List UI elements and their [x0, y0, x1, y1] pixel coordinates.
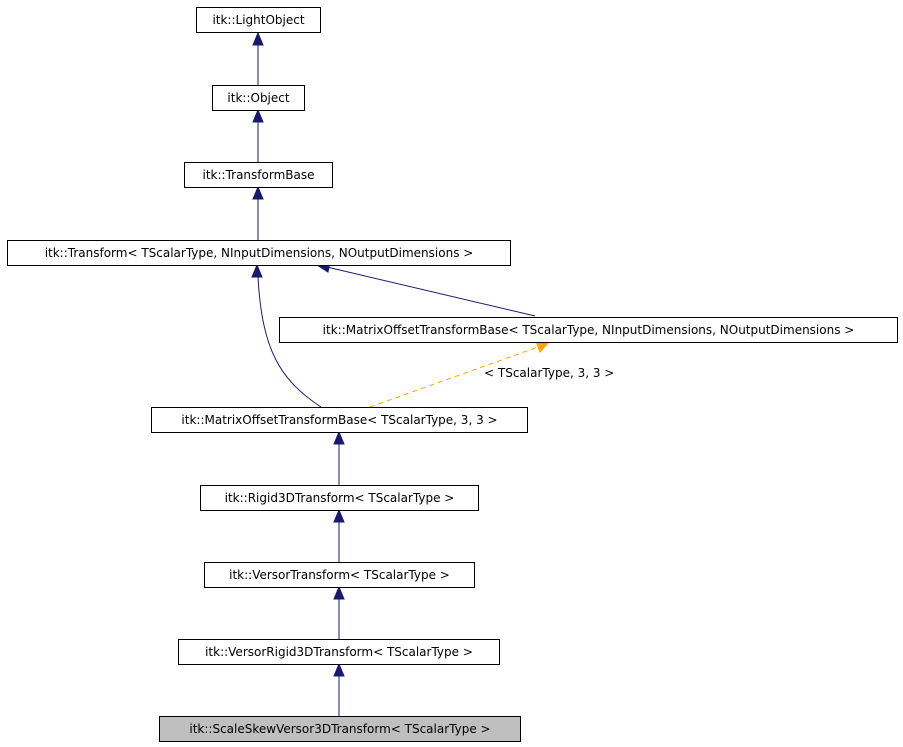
node-transform-label: itk::Transform< TScalarType, NInputDimen… [45, 246, 474, 260]
edge-matrixoffset-template-to-transform [326, 266, 536, 317]
arrowhead-transform-from-instance [251, 263, 263, 278]
node-light-object[interactable]: itk::LightObject [196, 7, 321, 33]
node-versor-rigid3d-label: itk::VersorRigid3DTransform< TScalarType… [205, 645, 473, 659]
node-scale-skew-versor3d: itk::ScaleSkewVersor3DTransform< TScalar… [159, 716, 521, 742]
node-matrix-offset-template-label: itk::MatrixOffsetTransformBase< TScalarT… [323, 323, 855, 337]
node-scale-skew-versor3d-label: itk::ScaleSkewVersor3DTransform< TScalar… [189, 722, 490, 736]
node-transform[interactable]: itk::Transform< TScalarType, NInputDimen… [7, 240, 511, 266]
node-matrix-offset-template[interactable]: itk::MatrixOffsetTransformBase< TScalarT… [279, 317, 898, 343]
arrowhead-lightobject [252, 31, 264, 46]
arrowhead-transformbase [252, 185, 264, 200]
edge-matrixoffset-instance-to-transform [257, 276, 322, 408]
node-transform-base[interactable]: itk::TransformBase [184, 162, 333, 188]
arrowhead-object [252, 108, 264, 123]
node-light-object-label: itk::LightObject [212, 13, 304, 27]
arrowhead-versor [333, 585, 345, 600]
node-object-label: itk::Object [227, 91, 289, 105]
node-versor-rigid3d[interactable]: itk::VersorRigid3DTransform< TScalarType… [178, 639, 500, 665]
node-matrix-offset-instance-label: itk::MatrixOffsetTransformBase< TScalarT… [181, 413, 497, 427]
node-rigid3d-label: itk::Rigid3DTransform< TScalarType > [225, 491, 455, 505]
template-args-label: < TScalarType, 3, 3 > [484, 366, 614, 380]
node-rigid3d[interactable]: itk::Rigid3DTransform< TScalarType > [200, 485, 479, 511]
node-matrix-offset-instance[interactable]: itk::MatrixOffsetTransformBase< TScalarT… [151, 407, 528, 433]
arrowhead-versorrigid3d [333, 662, 345, 677]
arrowhead-matrixoffset-instance [333, 430, 345, 445]
node-versor-label: itk::VersorTransform< TScalarType > [229, 568, 450, 582]
arrowhead-rigid3d [333, 508, 345, 523]
edge-template-instantiation [369, 346, 539, 408]
node-object[interactable]: itk::Object [212, 85, 305, 111]
node-versor[interactable]: itk::VersorTransform< TScalarType > [204, 562, 475, 588]
node-transform-base-label: itk::TransformBase [203, 168, 315, 182]
